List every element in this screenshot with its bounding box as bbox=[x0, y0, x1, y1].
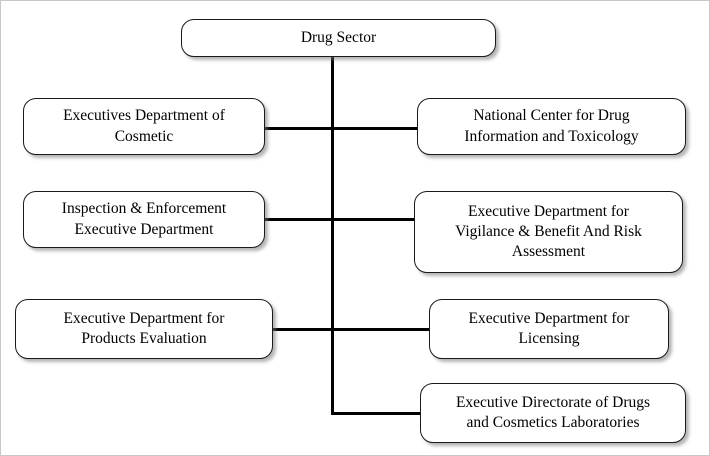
connector-row-1-horizontal bbox=[264, 127, 418, 130]
node-executives-department-of-cosmetic-label: Executives Department of Cosmetic bbox=[63, 107, 225, 145]
node-executive-department-for-vigilance-benefit-and-risk-assessment[interactable]: Executive Department for Vigilance & Ben… bbox=[414, 191, 683, 273]
node-licensing-label: Executive Department for Licensing bbox=[468, 309, 630, 347]
node-national-center-for-drug-information-and-toxicology[interactable]: National Center for Drug Information and… bbox=[417, 98, 686, 155]
node-executive-department-for-products-evaluation[interactable]: Executive Department for Products Evalua… bbox=[15, 299, 273, 359]
connector-row-3-horizontal bbox=[272, 328, 430, 331]
connector-elbow-to-laboratories bbox=[331, 412, 421, 415]
node-inspection-label: Inspection & Enforcement Executive Depar… bbox=[61, 200, 227, 238]
node-national-center-label: National Center for Drug Information and… bbox=[464, 107, 639, 145]
connector-spine-vertical bbox=[331, 56, 334, 415]
node-laboratories-label: Executive Directorate of Drugs and Cosme… bbox=[455, 393, 651, 431]
node-products-label: Executive Department for Products Evalua… bbox=[63, 309, 225, 347]
node-executive-directorate-of-drugs-and-cosmetics-laboratories[interactable]: Executive Directorate of Drugs and Cosme… bbox=[420, 383, 686, 443]
node-executive-department-for-licensing[interactable]: Executive Department for Licensing bbox=[429, 299, 669, 359]
node-vigilance-label: Executive Department for Vigilance & Ben… bbox=[455, 202, 642, 261]
connector-row-2-horizontal bbox=[264, 218, 415, 221]
node-drug-sector[interactable]: Drug Sector bbox=[181, 19, 496, 57]
node-drug-sector-label: Drug Sector bbox=[300, 28, 377, 46]
node-executives-department-of-cosmetic[interactable]: Executives Department of Cosmetic bbox=[23, 98, 265, 155]
node-inspection-and-enforcement-executive-department[interactable]: Inspection & Enforcement Executive Depar… bbox=[23, 191, 265, 248]
